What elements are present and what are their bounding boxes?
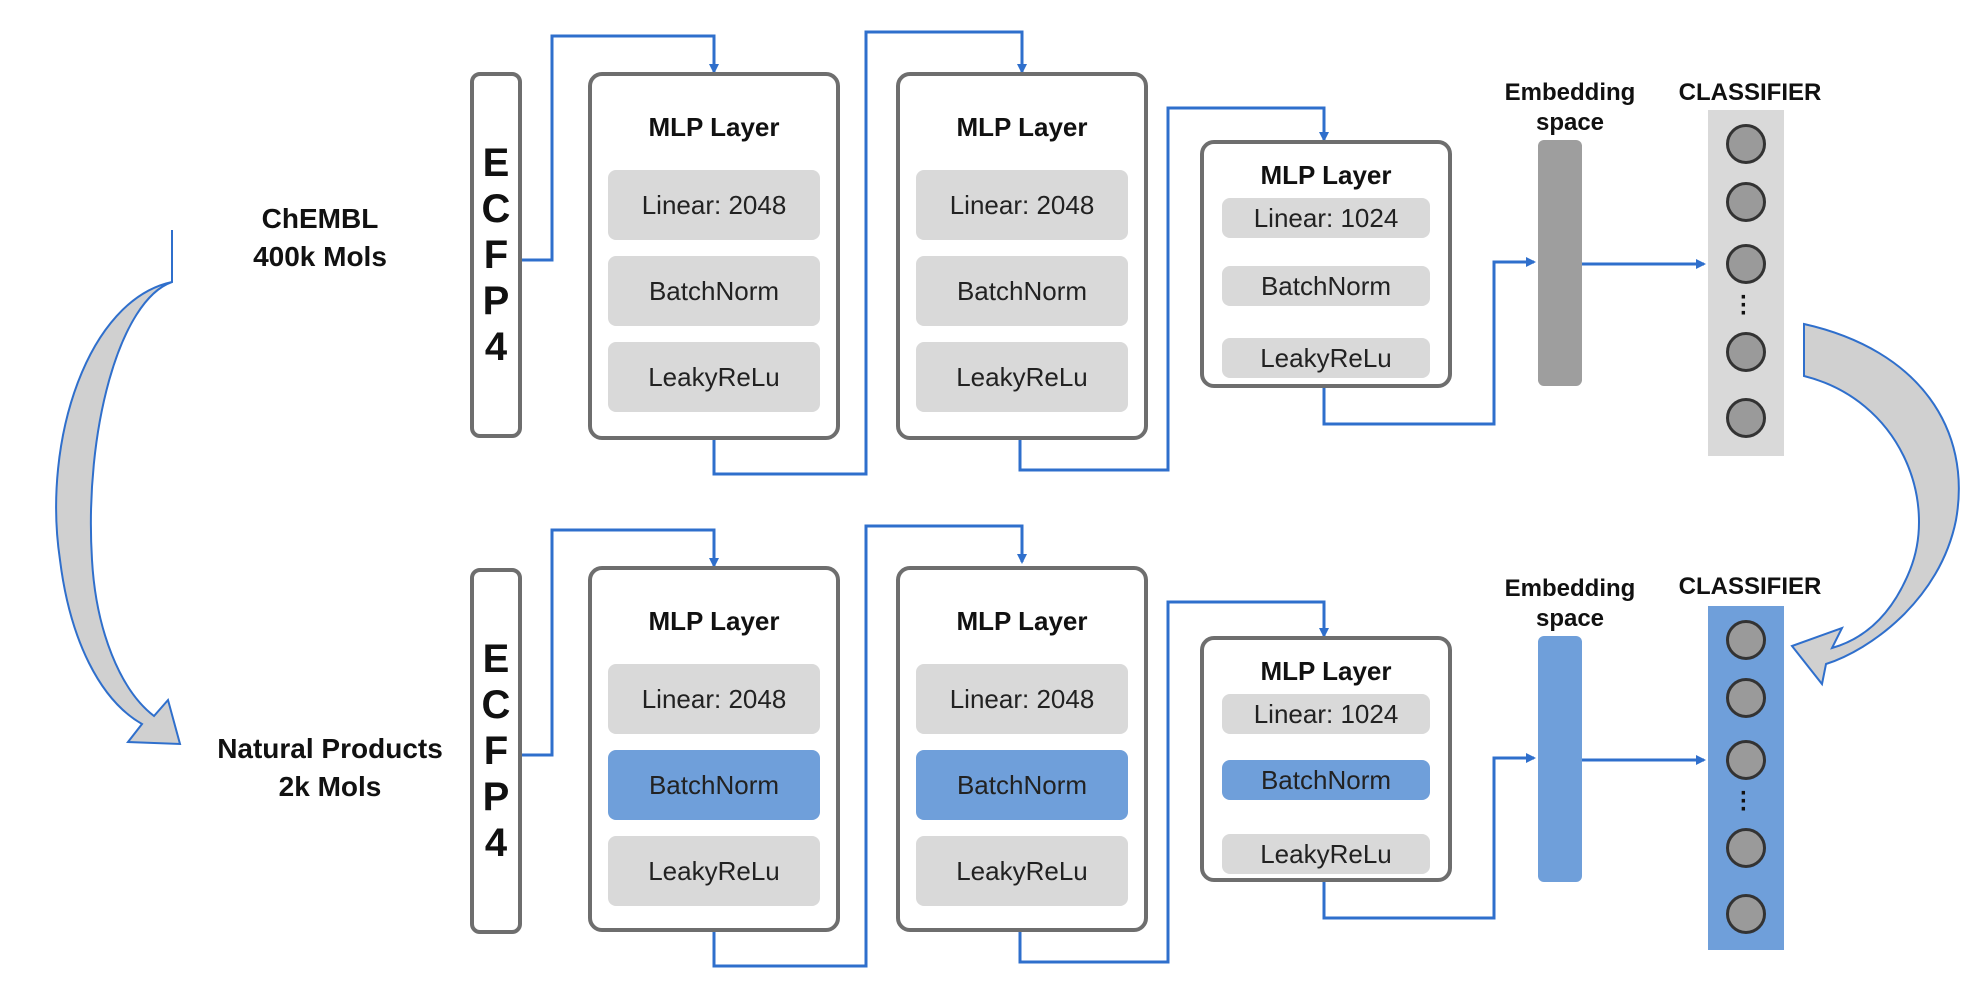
leakyrelu-block: LeakyReLu (608, 836, 820, 906)
leakyrelu-block: LeakyReLu (916, 836, 1128, 906)
embedding-space-top (1538, 140, 1582, 386)
linear-block: Linear: 1024 (1222, 694, 1430, 734)
ecfp-letter: F (483, 233, 509, 277)
ecfp-letter: E (482, 141, 510, 185)
classifier-node (1726, 620, 1766, 660)
classifier-node (1726, 244, 1766, 284)
linear-block: Linear: 1024 (1222, 198, 1430, 238)
classifier-label-top: CLASSIFIER (1678, 79, 1822, 106)
transfer-arrow-right (1790, 322, 1960, 687)
ellipsis-icon: ··· (1740, 780, 1748, 823)
ecfp-letter: C (481, 683, 511, 727)
mlp-layer-1-bottom: MLP Layer Linear: 2048 BatchNorm LeakyRe… (588, 566, 840, 932)
dataset-label-chembl: ChEMBL 400k Mols (170, 200, 470, 276)
mlp-layer-1-top: MLP Layer Linear: 2048 BatchNorm LeakyRe… (588, 72, 840, 440)
ecfp-letter: E (482, 637, 510, 681)
batchnorm-block: BatchNorm (916, 256, 1128, 326)
mlp-layer-2-bottom: MLP Layer Linear: 2048 BatchNorm LeakyRe… (896, 566, 1148, 932)
transfer-arrow-left (55, 230, 182, 746)
mlp-title: MLP Layer (648, 112, 780, 142)
embedding-space-bottom (1538, 636, 1582, 882)
classifier-node (1726, 828, 1766, 868)
dataset-size: 400k Mols (253, 241, 387, 272)
ecfp-letter: 4 (484, 325, 508, 369)
ecfp-letter: P (482, 775, 510, 819)
ecfp-letter: P (482, 279, 510, 323)
mlp-title: MLP Layer (956, 112, 1088, 142)
batchnorm-block-highlighted: BatchNorm (916, 750, 1128, 820)
linear-block: Linear: 2048 (608, 664, 820, 734)
ellipsis-icon: ··· (1740, 284, 1748, 327)
linear-block: Linear: 2048 (916, 664, 1128, 734)
classifier-node (1726, 398, 1766, 438)
classifier-top: ··· (1708, 110, 1784, 456)
classifier-node (1726, 678, 1766, 718)
embedding-line: Embedding (1504, 575, 1636, 602)
batchnorm-block-highlighted: BatchNorm (608, 750, 820, 820)
dataset-size: 2k Mols (278, 771, 382, 802)
classifier-node (1726, 182, 1766, 222)
classifier-node (1726, 740, 1766, 780)
embedding-line: space (1535, 605, 1605, 632)
ecfp4-input-top: E C F P 4 (470, 72, 522, 438)
mlp-layer-3-bottom: MLP Layer Linear: 1024 BatchNorm LeakyRe… (1200, 636, 1452, 882)
arrow-mlp3-to-embedding-bottom (1322, 753, 1536, 920)
arrow-ecfp-to-mlp1-bottom (518, 528, 719, 757)
batchnorm-block: BatchNorm (608, 256, 820, 326)
classifier-node (1726, 332, 1766, 372)
dataset-label-natural-products: Natural Products 2k Mols (160, 730, 500, 806)
dataset-name: ChEMBL (261, 203, 379, 234)
classifier-node (1726, 894, 1766, 934)
mlp-title: MLP Layer (956, 606, 1088, 636)
dataset-name: Natural Products (217, 733, 443, 764)
leakyrelu-block: LeakyReLu (1222, 338, 1430, 378)
mlp-layer-3-top: MLP Layer Linear: 1024 BatchNorm LeakyRe… (1200, 140, 1452, 388)
batchnorm-block: BatchNorm (1222, 266, 1430, 306)
embedding-space-label-top: Embedding space (1470, 78, 1670, 138)
ecfp4-input-bottom: E C F P 4 (470, 568, 522, 934)
leakyrelu-block: LeakyReLu (608, 342, 820, 412)
arrow-mlp3-to-embedding-top (1322, 257, 1536, 426)
arrow-ecfp-to-mlp1-top (518, 34, 719, 262)
embedding-space-label-bottom: Embedding space (1470, 574, 1670, 634)
mlp-title: MLP Layer (648, 606, 780, 636)
linear-block: Linear: 2048 (608, 170, 820, 240)
ecfp-letter: C (481, 187, 511, 231)
leakyrelu-block: LeakyReLu (916, 342, 1128, 412)
mlp-title: MLP Layer (1260, 160, 1392, 190)
batchnorm-block-highlighted: BatchNorm (1222, 760, 1430, 800)
leakyrelu-block: LeakyReLu (1222, 834, 1430, 874)
classifier-node (1726, 124, 1766, 164)
mlp-layer-2-top: MLP Layer Linear: 2048 BatchNorm LeakyRe… (896, 72, 1148, 440)
ecfp-letter: 4 (484, 821, 508, 865)
classifier-bottom: ··· (1708, 606, 1784, 950)
mlp-title: MLP Layer (1260, 656, 1392, 686)
arrow-mlp2-to-mlp3-top (1018, 106, 1329, 472)
embedding-line: Embedding (1504, 79, 1636, 106)
embedding-line: space (1535, 109, 1605, 136)
ecfp-letter: F (483, 729, 509, 773)
arrow-mlp2-to-mlp3-bottom (1018, 600, 1329, 964)
arrow-mlp1-to-mlp2-top (712, 30, 1027, 476)
arrow-mlp1-to-mlp2-bottom (712, 524, 1027, 968)
linear-block: Linear: 2048 (916, 170, 1128, 240)
classifier-label-bottom: CLASSIFIER (1678, 573, 1822, 600)
